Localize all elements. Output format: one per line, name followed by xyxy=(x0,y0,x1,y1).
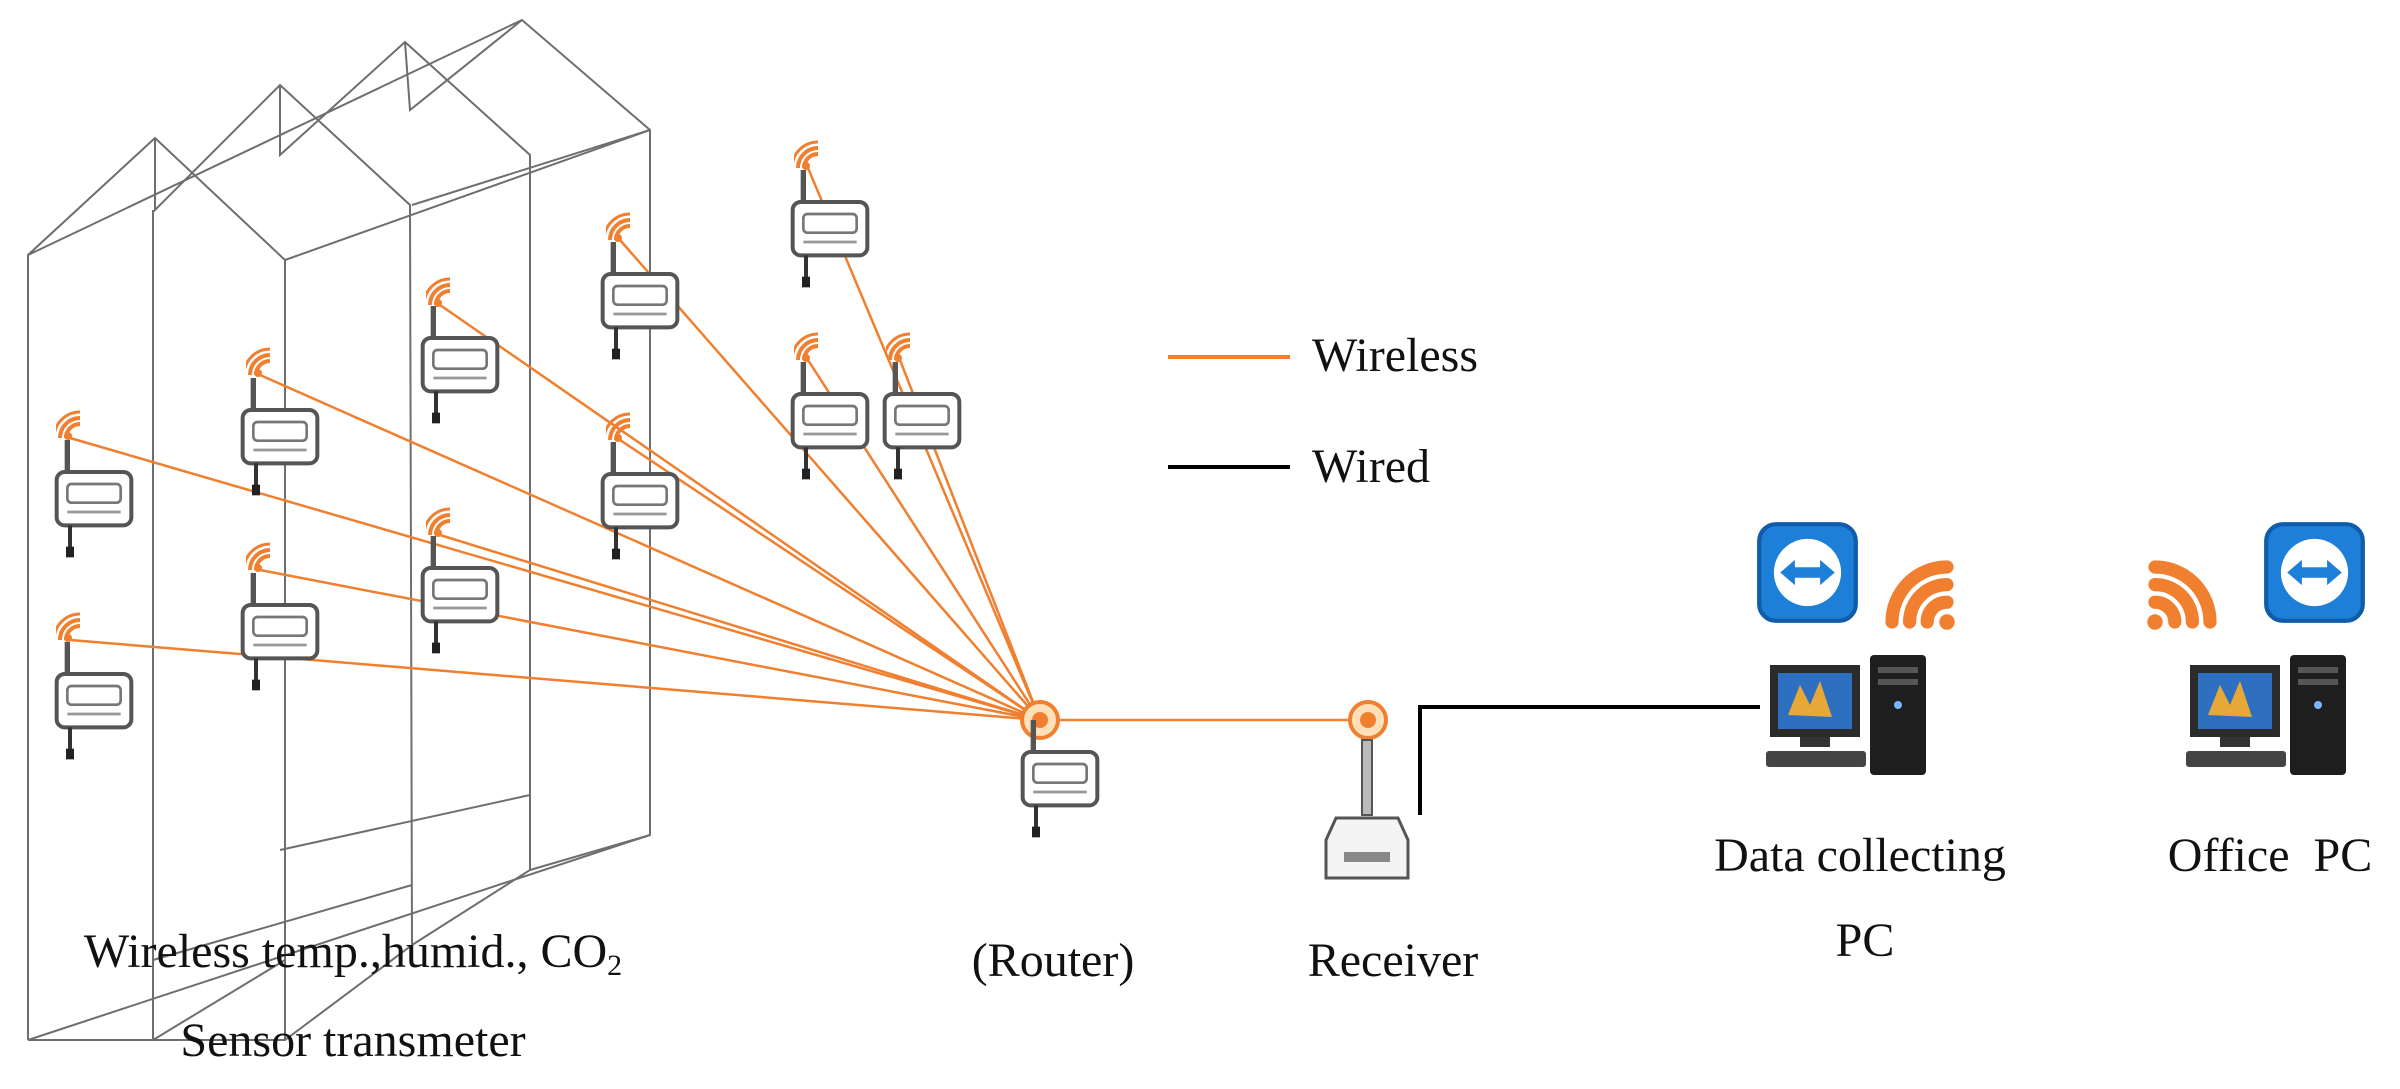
legend-wireless-label: Wireless xyxy=(1312,329,1479,382)
sensor-group xyxy=(54,140,960,759)
teamviewer-icon xyxy=(2266,524,2363,621)
receiver-label: Receiver xyxy=(1307,934,1479,987)
office-pc xyxy=(2147,524,2363,775)
sensor-transmitter-icon xyxy=(57,440,132,557)
wifi-signal-icon xyxy=(246,347,272,379)
receiver-node xyxy=(1324,700,1410,880)
wifi-icon xyxy=(2147,567,2210,630)
desktop-pc-icon xyxy=(2186,655,2346,775)
sensor-transmitter-icon xyxy=(243,573,318,690)
wifi-signal-icon xyxy=(246,542,272,574)
legend-wired-label: Wired xyxy=(1312,440,1431,493)
sensor-transmitter-icon xyxy=(793,170,868,287)
router-node xyxy=(1020,700,1098,837)
wireless-links xyxy=(69,167,1368,722)
data-pc-label-line1: Data collecting xyxy=(1714,829,2006,882)
legend xyxy=(1168,355,1290,469)
greenhouse-frame xyxy=(27,18,651,1041)
data-collecting-pc xyxy=(1759,524,1955,775)
wifi-signal-icon xyxy=(426,507,452,539)
sensor-transmitter-icon xyxy=(603,242,678,359)
wifi-signal-icon xyxy=(56,410,82,442)
sensor-label-line2: Sensor transmeter xyxy=(180,1014,526,1067)
wifi-signal-icon xyxy=(426,277,452,309)
wifi-signal-icon xyxy=(794,332,820,364)
data-pc-label-line2: PC xyxy=(1835,914,1895,967)
wired-link xyxy=(1418,705,1760,815)
wifi-icon xyxy=(1892,567,1955,630)
sensor-transmitter-icon xyxy=(423,536,498,653)
router-icon xyxy=(1023,720,1098,837)
sensor-transmitter-icon xyxy=(423,306,498,423)
wifi-signal-icon xyxy=(56,612,82,644)
sensor-transmitter-icon xyxy=(885,362,960,479)
sensor-transmitter-icon xyxy=(57,642,132,759)
desktop-pc-icon xyxy=(1766,655,1926,775)
sensor-transmitter-icon xyxy=(793,362,868,479)
router-label: (Router) xyxy=(971,934,1135,987)
wifi-signal-icon xyxy=(794,140,820,172)
office-pc-label: Office PC xyxy=(2167,829,2373,882)
wifi-signal-icon xyxy=(606,212,632,244)
teamviewer-icon xyxy=(1759,524,1856,621)
sensor-label-line1: Wireless temp.,humid., CO2 xyxy=(83,925,623,982)
